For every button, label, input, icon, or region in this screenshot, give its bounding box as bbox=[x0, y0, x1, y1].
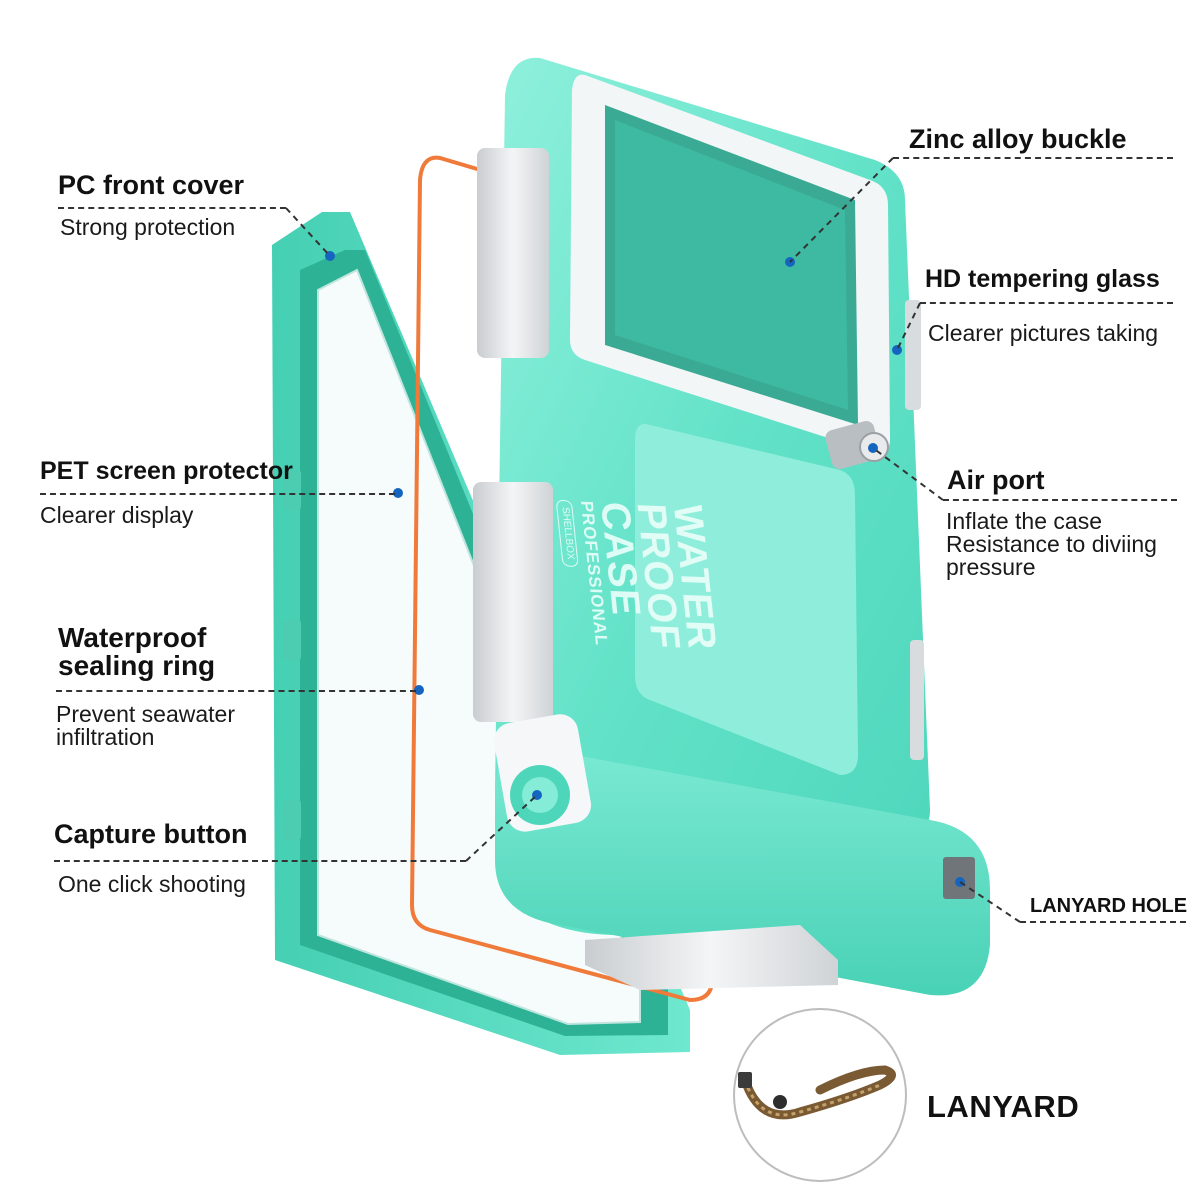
zinc-alloy-buckle-dash bbox=[893, 157, 1173, 159]
sealing-ring-title-1: Waterproof bbox=[58, 622, 207, 653]
lanyard-hole-dot bbox=[955, 877, 965, 887]
air-port-dot bbox=[868, 443, 878, 453]
capture-button-title: Capture button bbox=[54, 819, 248, 849]
sealing-ring-title-2: sealing ring bbox=[58, 650, 216, 681]
pet-screen-protector-dash bbox=[40, 493, 395, 495]
pc-front-cover-dot bbox=[325, 251, 335, 261]
lanyard-inset bbox=[733, 1008, 907, 1182]
sealing-ring-desc-1: Prevent seawater bbox=[56, 701, 235, 727]
capture-button-desc: One click shooting bbox=[58, 871, 246, 897]
pc-front-cover-dash bbox=[58, 207, 286, 209]
air-port-title: Air port bbox=[947, 465, 1045, 495]
zinc-alloy-buckle-dot bbox=[785, 257, 795, 267]
air-port-desc-3: pressure bbox=[946, 554, 1036, 580]
lanyard-hole-dash bbox=[1020, 921, 1186, 923]
back-case-shape bbox=[473, 57, 990, 996]
pet-screen-protector-dot bbox=[393, 488, 403, 498]
lanyard-hole-title: LANYARD HOLE bbox=[1030, 895, 1188, 917]
air-port-dash bbox=[943, 499, 1177, 501]
lanyard-title: LANYARD bbox=[927, 1089, 1080, 1124]
pc-front-cover-desc: Strong protection bbox=[60, 214, 236, 240]
hd-tempering-glass-title: HD tempering glass bbox=[925, 265, 1160, 293]
zinc-alloy-buckle-title: Zinc alloy buckle bbox=[909, 124, 1127, 154]
hd-tempering-glass-dot bbox=[892, 345, 902, 355]
air-port-desc-1: Inflate the case bbox=[946, 508, 1102, 534]
capture-button-dot bbox=[532, 790, 542, 800]
hd-tempering-glass-dash bbox=[920, 302, 1173, 304]
sealing-ring-desc-2: infiltration bbox=[56, 724, 155, 750]
capture-button-dash bbox=[54, 860, 466, 862]
sealing-ring-dot bbox=[414, 685, 424, 695]
pet-screen-protector-desc: Clearer display bbox=[40, 502, 194, 528]
sealing-ring-dash bbox=[56, 690, 416, 692]
pet-screen-protector-title: PET screen protector bbox=[40, 457, 293, 485]
case-print: WATER PROOF CASE PROFESSIONAL SHELLBOX bbox=[555, 499, 724, 652]
pc-front-cover-title: PC front cover bbox=[58, 170, 245, 200]
air-port-desc-2: Resistance to diviing bbox=[946, 531, 1157, 557]
hd-tempering-glass-desc: Clearer pictures taking bbox=[928, 320, 1159, 346]
